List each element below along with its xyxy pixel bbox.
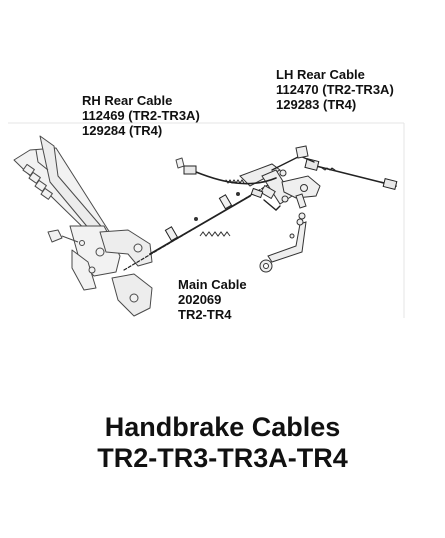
relay-rod	[259, 218, 307, 273]
page-title-line1: Handbrake Cables	[104, 412, 341, 442]
lh-bracket	[281, 145, 321, 220]
main-cable-part-number: 202069	[178, 292, 222, 307]
rh-rear-cable-name: RH Rear Cable	[82, 93, 173, 108]
lh-rear-cable-callout: LH Rear Cable 112470 (TR2-TR3A) 129283 (…	[276, 67, 394, 112]
page-title: Handbrake Cables TR2-TR3-TR3A-TR4	[0, 412, 445, 474]
rh-rear-cable-part-tr2-tr3a: 112469 (TR2-TR3A)	[82, 108, 200, 123]
lh-rear-cable-part-tr2-tr3a: 112470 (TR2-TR3A)	[276, 82, 394, 97]
handbrake-lever-assembly	[13, 135, 185, 317]
drawing-frame	[8, 122, 405, 318]
main-cable-models: TR2-TR4	[178, 307, 232, 322]
page-title-line2: TR2-TR3-TR3A-TR4	[97, 443, 348, 473]
lh-rear-cable	[271, 155, 398, 190]
return-spring	[199, 231, 231, 237]
lh-rear-cable-name: LH Rear Cable	[276, 67, 365, 82]
main-cable	[123, 184, 269, 271]
main-cable-callout: Main Cable 202069 TR2-TR4	[178, 277, 247, 322]
main-cable-name: Main Cable	[178, 277, 247, 292]
rh-rear-cable-part-tr4: 129284 (TR4)	[82, 123, 163, 138]
lh-rear-cable-part-tr4: 129283 (TR4)	[276, 97, 357, 112]
rh-rear-cable-callout: RH Rear Cable 112469 (TR2-TR3A) 129284 (…	[82, 93, 200, 138]
rh-rear-cable	[183, 165, 281, 211]
